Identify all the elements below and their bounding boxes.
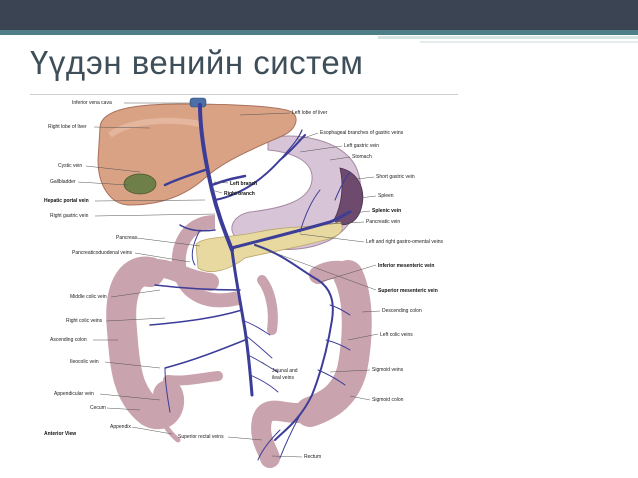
label-left-branch: Left branch: [230, 181, 257, 187]
ileum-shape: [163, 371, 223, 386]
liver-shading: [108, 117, 201, 138]
label-pancreas: Pancreas: [116, 235, 138, 241]
header-accent-stripe: [0, 30, 638, 35]
inferior-vena-cava-shape: [189, 97, 207, 108]
label-ileal-veins: ileal veins: [272, 375, 294, 381]
slide-title: Үүдэн венийн систем: [30, 44, 364, 81]
label-appendix: Appendix: [110, 424, 131, 430]
label-left-colic-veins: Left colic veins: [380, 332, 413, 338]
label-leader-lines: [77, 102, 381, 458]
spleen-shape: [333, 167, 364, 226]
label-stomach: Stomach: [352, 154, 372, 160]
label-appendicular-vein: Appendicular vein: [54, 391, 94, 397]
label-pancreatic-vein: Pancreatic vein: [366, 219, 400, 225]
label-right-colic-veins: Right colic veins: [66, 318, 103, 324]
header-light-stripe: [378, 36, 638, 39]
transverse-colon-shape: [136, 259, 219, 291]
label-superior-mesenteric-vein: Superior mesenteric vein: [378, 288, 438, 294]
ascending-colon-shape: [106, 256, 184, 430]
label-right-branch: Right branch: [224, 191, 255, 197]
jejunum-segment-shape: [257, 275, 278, 335]
label-inferior-mesenteric-vein: Inferior mesenteric vein: [378, 263, 434, 269]
label-sigmoid-veins: Sigmoid veins: [372, 367, 404, 373]
label-left-lobe-of-liver: Left lobe of liver: [292, 110, 328, 116]
gallbladder-shape: [123, 173, 157, 195]
label-pancreaticoduodenal-veins: Pancreaticoduodenal veins: [72, 250, 133, 256]
label-descending-colon: Descending colon: [382, 308, 422, 314]
label-inferior-vena-cava: Inferior vena cava: [72, 100, 112, 106]
label-right-gastric-vein: Right gastric vein: [50, 213, 89, 219]
label-superior-rectal-veins: Superior rectal veins: [178, 434, 224, 440]
descending-colon-shape: [295, 260, 372, 427]
label-middle-colic-vein: Middle colic vein: [70, 294, 107, 300]
label-gastro-omental-veins: Left and right gastro-omental veins: [366, 239, 443, 245]
label-short-gastric-vein: Short gastric vein: [376, 174, 415, 180]
label-spleen: Spleen: [378, 193, 394, 199]
label-jejunal-and: Jejunal and: [272, 368, 298, 374]
portal-vein-tree: [149, 103, 352, 461]
label-ascending-colon: Ascending colon: [50, 337, 87, 343]
label-anterior-view: Anterior View: [44, 431, 76, 437]
label-cystic-vein: Cystic vein: [58, 163, 82, 169]
label-right-lobe-of-liver: Right lobe of liver: [48, 124, 87, 130]
label-left-gastric-vein: Left gastric vein: [344, 143, 379, 149]
label-esophageal-branches: Esophageal branches of gastric veins: [320, 130, 404, 136]
label-rectum: Rectum: [304, 454, 321, 460]
title-underline: [30, 94, 458, 95]
label-cecum: Cecum: [90, 405, 106, 411]
label-gallbladder: Gallbladder: [50, 179, 76, 185]
label-splenic-vein: Splenic vein: [372, 208, 401, 214]
label-sigmoid-colon: Sigmoid colon: [372, 397, 404, 403]
header-light-stripe-2: [420, 41, 638, 43]
label-ileocolic-vein: Ileocolic vein: [70, 359, 99, 365]
header-bar: [0, 0, 638, 30]
label-hepatic-portal-vein: Hepatic portal vein: [44, 198, 89, 204]
sigmoid-colon-shape: [251, 400, 322, 468]
appendix-shape: [157, 412, 181, 443]
